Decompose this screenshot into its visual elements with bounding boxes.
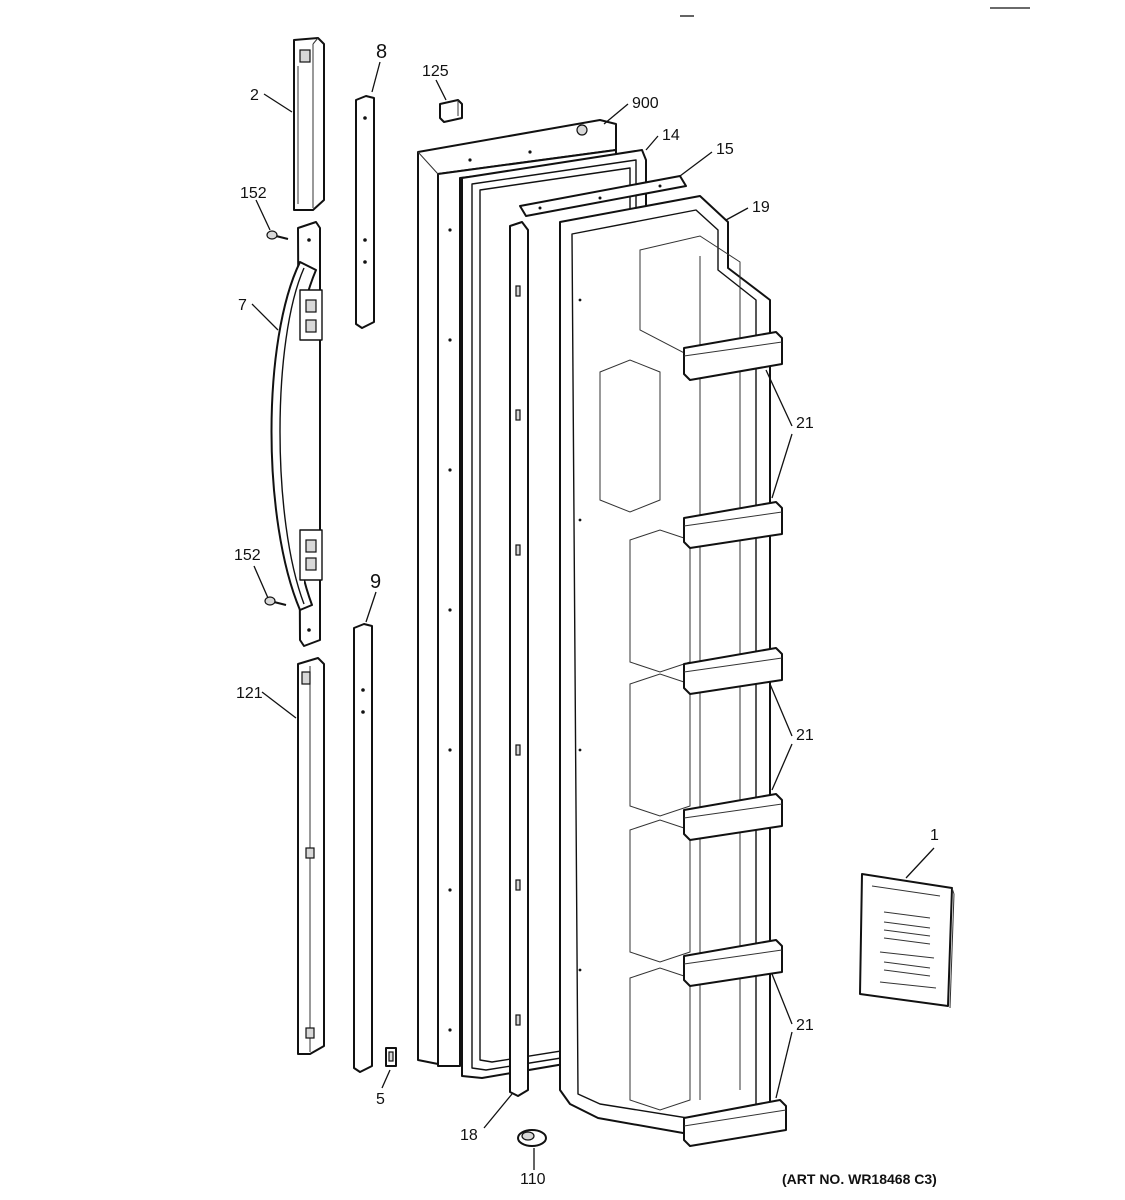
part-21-shelf-bar-4 [683,793,783,841]
scan-marks [680,7,1030,17]
callout-7: 7 [238,297,247,314]
leader-lines [251,61,935,1170]
part-7-handle [270,221,323,647]
part-15-breaker-strip [519,175,687,217]
callout-19: 19 [752,199,770,216]
callout-152-upper: 152 [240,185,267,202]
part-2-upper-cap [293,37,325,211]
part-21-shelf-bar-1 [683,331,783,381]
part-21-shelf-bar-2 [683,501,783,549]
part-125-plug [439,99,463,123]
part-8-upper-strip [355,95,375,329]
part-19-inner-liner [559,195,771,1137]
callout-21-top: 21 [796,415,814,432]
part-18-side-strip [509,221,529,1097]
callout-2: 2 [250,87,259,104]
callout-900: 900 [632,95,659,112]
callout-5: 5 [376,1091,385,1108]
part-5-clip [385,1047,397,1067]
callout-14: 14 [662,127,680,144]
art-number: (ART NO. WR18468 C3) [782,1171,937,1187]
part-110-cap [517,1129,547,1147]
part-1-manual [859,873,955,1009]
callout-121: 121 [236,685,263,702]
callout-15: 15 [716,141,734,158]
callout-125: 125 [422,63,449,80]
callout-8: 8 [376,41,387,63]
part-152-screw-lower [264,596,287,606]
part-21-shelf-bar-5 [683,939,783,987]
part-152-screw-upper [266,230,289,240]
part-121-lower-trim [297,657,325,1055]
part-21-shelf-bar-6 [683,1099,787,1147]
part-21-shelf-bar-3 [683,647,783,695]
callout-18: 18 [460,1127,478,1144]
callout-110: 110 [520,1171,546,1188]
callout-21-bottom: 21 [796,1017,814,1034]
callout-21-middle: 21 [796,727,814,744]
callout-152-lower: 152 [234,547,261,564]
part-900-outer-door [417,119,617,1067]
callout-1: 1 [930,827,939,844]
part-9-lower-strip [353,623,373,1073]
callout-labels: 2 152 7 152 121 8 9 5 125 900 14 15 19 2… [234,41,939,1188]
callout-9: 9 [370,571,381,593]
